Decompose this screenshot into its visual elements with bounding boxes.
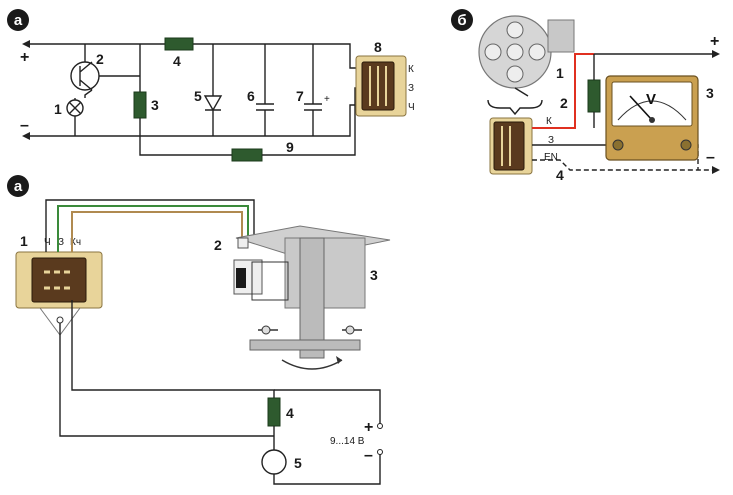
sensor-connector-1	[15, 251, 103, 336]
svg-text:а: а	[14, 178, 23, 195]
panel-b-tag: б	[451, 9, 473, 31]
distributor-cap	[478, 15, 575, 89]
b-label-3: 3	[706, 85, 714, 101]
panel-a1: а + – +	[7, 9, 415, 162]
a2-label-1: 1	[20, 233, 28, 249]
a2-label-2: 2	[214, 237, 222, 253]
b-resistor-2	[587, 79, 601, 113]
a1-minus-sign: –	[20, 117, 29, 134]
a2-supply-minus: –	[364, 447, 373, 464]
green-wire	[57, 205, 249, 252]
a1-label-6: 6	[247, 88, 255, 104]
resistor-3	[133, 91, 147, 119]
b-plus-sign: +	[710, 33, 719, 50]
panel-b-connector	[489, 117, 533, 175]
b-label-1: 1	[556, 65, 564, 81]
red-wire	[532, 53, 594, 129]
panel-b: б + –	[451, 9, 720, 183]
a1-label-2: 2	[96, 51, 104, 67]
panel-a2-tag: а	[7, 175, 29, 197]
connector-8	[355, 55, 407, 117]
meter-symbol: V	[646, 91, 656, 108]
a2-indicator-5	[261, 449, 287, 475]
a2-resistor-4	[267, 397, 281, 427]
panel-a2: а Ч З Кч	[7, 175, 391, 485]
a1-label-5: 5	[194, 88, 202, 104]
black-wire	[45, 199, 255, 252]
a2-pin-ch: Ч	[44, 237, 51, 248]
a1-plus-sign: +	[20, 49, 29, 66]
a2-signal-wire	[71, 300, 275, 398]
a1-label-4: 4	[173, 53, 181, 69]
transistor-2	[70, 61, 100, 91]
b-pin-k: К	[546, 116, 552, 127]
a2-ground-wire	[59, 323, 274, 437]
a2-label-3: 3	[370, 267, 378, 283]
bracket	[487, 99, 543, 116]
a2-supply-voltage: 9...14 В	[330, 436, 365, 447]
panel-a1-tag: а	[7, 9, 29, 31]
svg-text:а: а	[14, 12, 23, 29]
a1-label-8: 8	[374, 39, 382, 55]
a2-supply-plus: +	[364, 419, 373, 436]
resistor-9	[231, 148, 263, 162]
a1-pin-z: З	[408, 83, 414, 94]
a1-label-9: 9	[286, 139, 294, 155]
svg-text:б: б	[457, 12, 466, 29]
b-minus-sign: –	[706, 149, 715, 166]
a1-pin-k: К	[408, 64, 414, 75]
svg-text:+: +	[324, 94, 330, 105]
b-label-4: 4	[556, 167, 564, 183]
a1-label-1: 1	[54, 101, 62, 117]
a2-pin-z: З	[58, 237, 64, 248]
tan-wire	[71, 211, 243, 252]
a1-label-7: 7	[296, 88, 304, 104]
b-pin-en: ЕN	[544, 152, 558, 163]
a2-label-4: 4	[286, 405, 294, 421]
a1-label-3: 3	[151, 97, 159, 113]
a1-pin-ch: Ч	[408, 102, 415, 113]
distributor-3	[233, 225, 391, 370]
resistor-4	[164, 37, 194, 51]
a2-pin-kch: Кч	[70, 237, 81, 248]
b-pin-z: З	[548, 135, 554, 146]
a2-label-5: 5	[294, 455, 302, 471]
voltmeter: V	[605, 75, 699, 161]
b-label-2: 2	[560, 95, 568, 111]
